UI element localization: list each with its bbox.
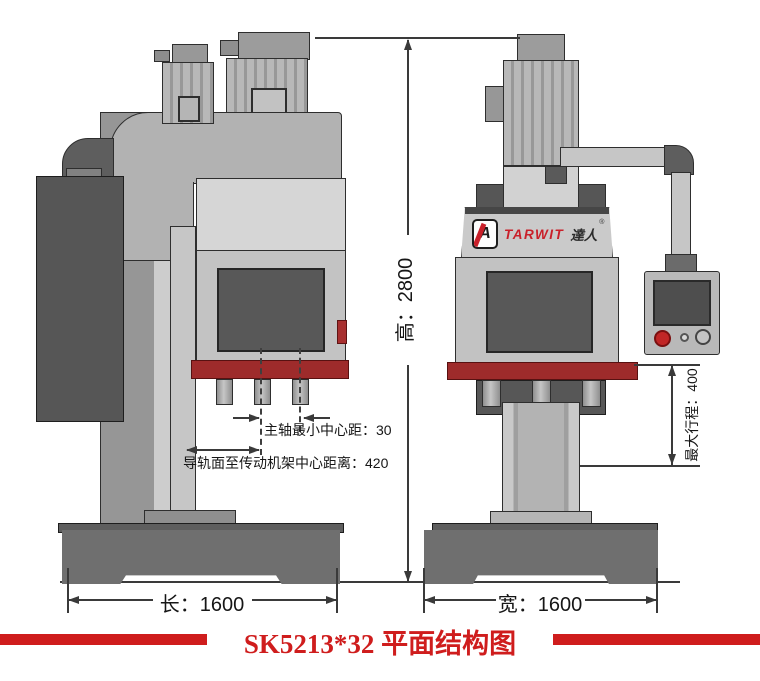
height-arrow-down-icon: [404, 571, 412, 582]
left-head-upper: [196, 178, 346, 253]
rail-arrow-line: [187, 449, 259, 451]
width-line-left: [424, 599, 496, 601]
spindle-arrow-line-right: [304, 417, 330, 419]
width-line-right: [585, 599, 657, 601]
stroke-ext-bottom: [580, 465, 700, 467]
left-spindle-1: [216, 379, 233, 405]
rail-arrow-right-icon: [249, 446, 260, 454]
right-neck: [503, 166, 579, 210]
pendant-screen: [653, 280, 711, 326]
page-title: SK5213*32 平面结构图: [243, 629, 517, 659]
length-arrow-left-icon: [68, 596, 79, 604]
left-spindle-plate: [191, 360, 349, 379]
right-shoulder-right: [578, 184, 606, 210]
pendant-arm-vertical: [671, 172, 691, 260]
left-red-knob: [337, 320, 347, 344]
right-spindle-1: [482, 380, 501, 407]
left-head-window: [217, 268, 325, 352]
stroke-arrow-up-icon: [668, 365, 676, 376]
stroke-arrow-down-icon: [668, 454, 676, 465]
length-label: 长：1600: [159, 594, 245, 616]
stroke-dimension-line: [671, 366, 673, 465]
left-cabinet: [36, 176, 124, 422]
brand-suffix: 達人: [570, 228, 598, 243]
left-arm: [110, 112, 342, 184]
spindle-centerline-1: [260, 348, 262, 455]
right-head-window: [486, 271, 593, 353]
pendant-round-button: [695, 329, 711, 345]
ground-line: [60, 581, 680, 583]
left-column-strip: [154, 190, 170, 520]
spindle-arrow-right-icon: [249, 414, 260, 422]
length-line-right: [252, 599, 337, 601]
right-shoulder-left: [476, 184, 504, 210]
width-ext-right: [656, 568, 658, 613]
right-motor-cap: [517, 34, 565, 62]
width-ext-left: [423, 568, 425, 613]
length-ext-right: [336, 568, 338, 613]
right-spindle-plate: [447, 362, 638, 380]
height-arrow-up-icon: [404, 39, 412, 50]
right-spindle-3: [582, 380, 601, 407]
length-arrow-right-icon: [326, 596, 337, 604]
left-front-motor-cap: [172, 44, 208, 64]
pendant-arm-elbow: [664, 145, 694, 175]
registered-mark: ®: [599, 219, 605, 226]
brand-name: TARWIT: [504, 226, 565, 242]
stroke-label: 最大行程：400: [684, 368, 700, 462]
left-front-motor-window: [178, 96, 200, 122]
length-ext-left: [67, 568, 69, 613]
left-rear-motor-nub: [220, 40, 240, 56]
right-motor-nub: [485, 86, 504, 122]
title-bar-left: [0, 634, 207, 645]
height-label: 高：2800: [393, 235, 419, 365]
left-base: [62, 530, 340, 584]
width-label: 宽：1600: [497, 594, 583, 616]
brand-logo: A TARWIT 達人 ®: [472, 219, 608, 249]
pendant-arm-coupler: [545, 166, 567, 184]
left-rear-motor-cap: [238, 32, 310, 60]
logo-mark-letter: A: [479, 225, 491, 242]
length-line-left: [68, 599, 153, 601]
spindle-arrow-line-left: [233, 417, 259, 419]
spindle-arrow-left-icon: [303, 414, 314, 422]
width-arrow-right-icon: [646, 596, 657, 604]
rail-arrow-left-icon: [186, 446, 197, 454]
stroke-ext-top: [634, 364, 700, 366]
spindle-centerline-2: [299, 348, 301, 432]
tarwit-logo-icon: A: [472, 219, 498, 249]
pendant-arm-horizontal: [560, 147, 678, 167]
left-front-motor-nub: [154, 50, 170, 62]
right-column: [502, 402, 580, 514]
rail-to-frame-label: 导轨面至传动机架中心距离：420: [183, 455, 389, 471]
left-spindle-2: [254, 379, 271, 405]
height-extension-line: [315, 37, 520, 39]
spindle-min-center-label: 主轴最小中心距：30: [264, 422, 392, 438]
emergency-stop-button: [654, 330, 671, 347]
pendant-small-button: [680, 333, 689, 342]
right-base: [424, 530, 658, 584]
title-bar-right: [553, 634, 760, 645]
width-arrow-left-icon: [424, 596, 435, 604]
logo-plate-top-strip: [465, 207, 609, 214]
